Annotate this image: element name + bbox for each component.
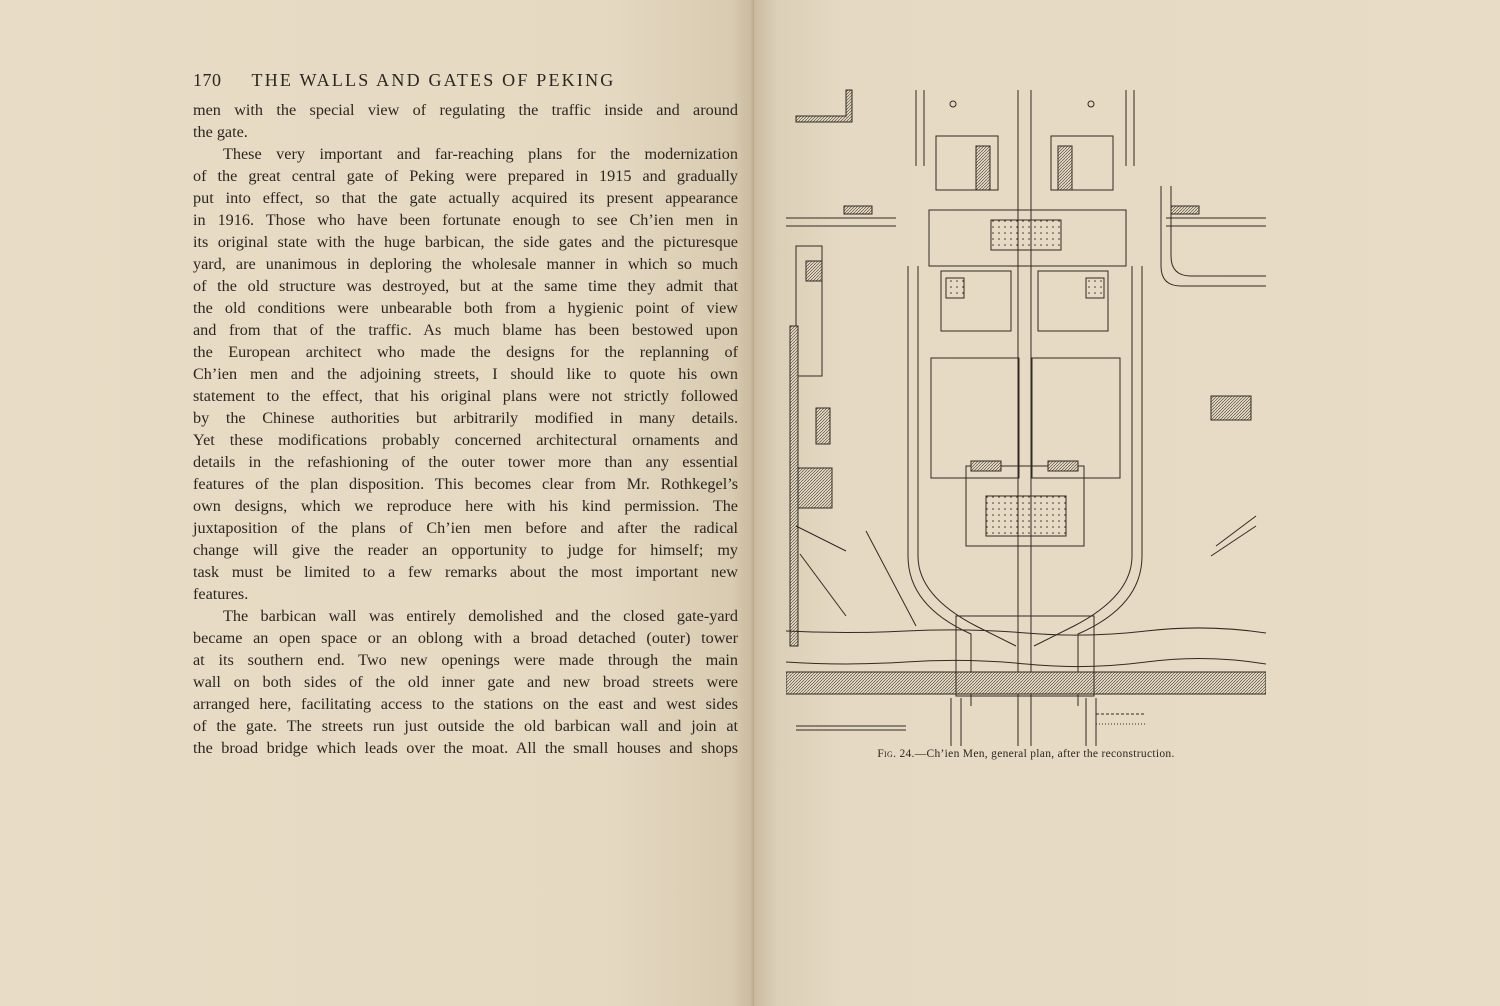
text-line: by the Chinese authorities but arbitrari… <box>193 409 738 427</box>
nw-yard <box>935 135 999 191</box>
text-line: wall on both sides of the old inner gate… <box>193 673 738 691</box>
text-line: details in the refashioning of the outer… <box>193 453 738 471</box>
text-line: own designs, which we reproduce here wit… <box>193 497 738 515</box>
right-page <box>754 0 1500 1006</box>
inner-gate-tower <box>990 219 1062 251</box>
running-head: 170 THE WALLS AND GATES OF PEKING <box>193 70 738 91</box>
text-line: the broad bridge which leads over the mo… <box>193 739 738 757</box>
text-line: features of the plan disposition. This b… <box>193 475 738 493</box>
text-line: statement to the effect, that his origin… <box>193 387 738 405</box>
text-line: at its southern end. Two new openings we… <box>193 651 738 669</box>
text-line: of the great central gate of Peking were… <box>193 167 738 185</box>
text-line: The barbican wall was entirely demolishe… <box>223 607 738 625</box>
text-line: These very important and far-reaching pl… <box>223 145 738 163</box>
ne-yard <box>1050 135 1114 191</box>
text-line: in 1916. Those who have been fortunate e… <box>193 211 738 229</box>
nw-building <box>795 89 853 123</box>
text-line: became an open space or an oblong with a… <box>193 629 738 647</box>
text-line: its original state with the huge barbica… <box>193 233 738 251</box>
inner-gate-wall <box>928 209 1127 267</box>
figure-caption: Fig. 24.—Ch’ien Men, general plan, after… <box>786 748 1266 760</box>
figure-number: Fig. 24. <box>877 748 915 760</box>
text-line: put into effect, so that the gate actual… <box>193 189 738 207</box>
body-text: men with the special view of regulating … <box>193 99 738 759</box>
ground-plan-figure <box>786 86 1266 746</box>
plan-drawing <box>786 89 1266 746</box>
left-page: 170 THE WALLS AND GATES OF PEKING men wit… <box>0 0 754 1006</box>
text-line: change will give the reader an opportuni… <box>193 541 738 559</box>
text-line: yard, are unanimous in deploring the who… <box>193 255 738 273</box>
text-line: the European architect who made the desi… <box>193 343 738 361</box>
text-line: of the old structure was destroyed, but … <box>193 277 738 295</box>
text-line: Yet these modifications probably concern… <box>193 431 738 449</box>
text-line: Ch’ien men and the adjoining streets, I … <box>193 365 738 383</box>
text-line: the old conditions were unbearable both … <box>193 299 738 317</box>
text-line: and from that of the traffic. As much bl… <box>193 321 738 339</box>
south-wall-band <box>786 671 1266 695</box>
text-line: men with the special view of regulating … <box>193 101 738 119</box>
text-line: features. <box>193 585 249 603</box>
text-line: arranged here, facilitating access to th… <box>193 695 738 713</box>
text-line: the gate. <box>193 123 248 141</box>
running-head-title: THE WALLS AND GATES OF PEKING <box>251 70 616 90</box>
outer-tower <box>965 465 1085 547</box>
text-line: juxtaposition of the plans of Ch’ien men… <box>193 519 738 537</box>
text-line: of the gate. The streets run just outsid… <box>193 717 738 735</box>
page-number: 170 <box>193 70 222 90</box>
text-line: task must be limited to a few remarks ab… <box>193 563 738 581</box>
figure-caption-text: —Ch’ien Men, general plan, after the rec… <box>914 748 1175 760</box>
